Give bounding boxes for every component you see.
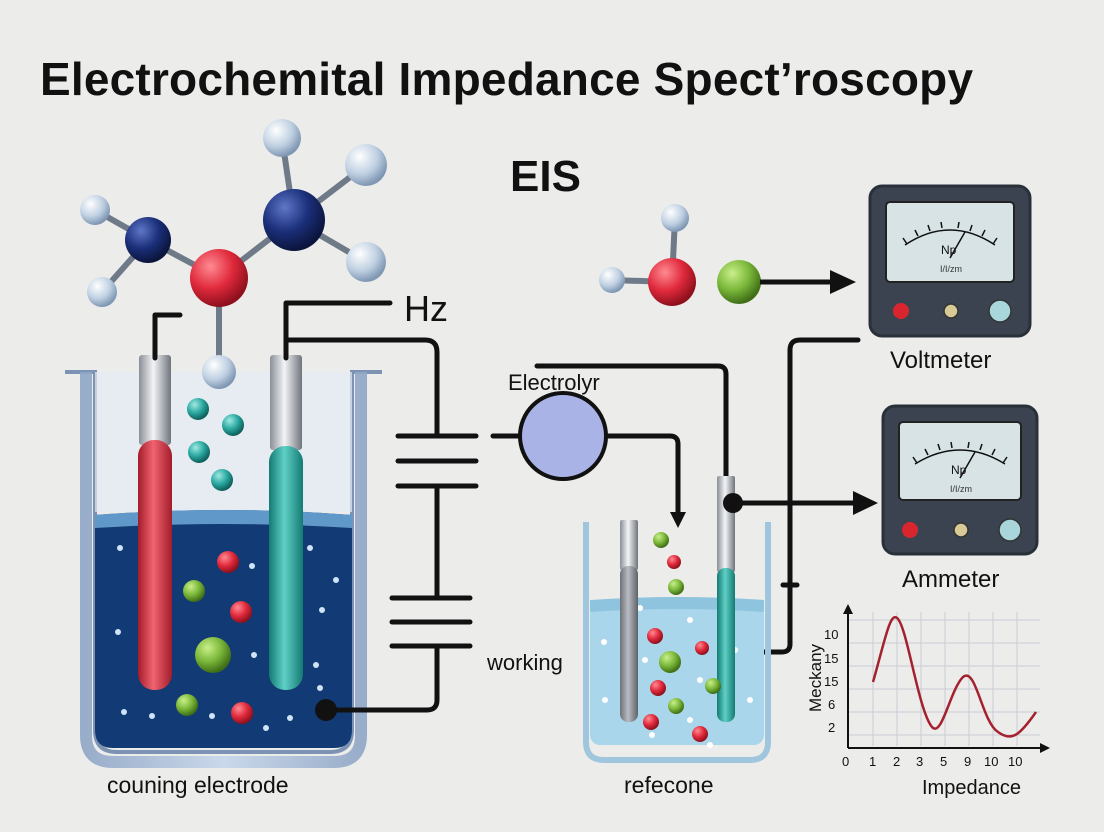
ion-red [217,551,239,573]
x-tick-label: 1 [869,754,877,769]
atom-blue [125,217,171,263]
voltmeter [868,184,1032,338]
beaker-glass-wall-right [583,522,771,763]
teal-particle [222,414,244,436]
atom-white [263,119,301,157]
y-tick-label: 6 [828,697,836,712]
reference-electrode [620,566,638,722]
electrode-teal-cap [270,355,302,450]
electrolyte-light [590,605,764,745]
junction-dot [315,699,337,721]
ion-green [176,694,198,716]
x-tick-label: 2 [893,754,901,769]
electrolyte-dark [95,510,352,748]
impedance-plot [843,604,1050,753]
atom-white [87,277,117,307]
reference-beaker [583,476,771,763]
counter-electrode-beaker [65,355,382,768]
electrolyte-label: Electrolyr [508,370,600,395]
teal-particle [211,469,233,491]
electrolyte-circle [518,391,608,481]
x-tick-label: 9 [964,754,972,769]
circuit-wires [152,300,861,713]
ion-red [230,601,252,623]
plot-x-label: Impedance [922,777,1021,799]
atom-white [661,204,689,232]
ammeter-face-sublabel: I/I/zm [950,484,972,494]
atom-blue [263,189,325,251]
ammeter-label: Ammeter [902,566,1000,593]
plot-grid [848,612,1040,746]
electrode-teal [269,446,303,690]
x-tick-label: 10 [1008,754,1023,769]
counter-electrode-label: couning electrode [107,772,289,798]
atom-red [190,249,248,307]
atom-white [80,195,110,225]
beaker-glass-wall [80,372,367,768]
x-tick-label: 10 [984,754,999,769]
ion-green-large [195,637,231,673]
y-tick-label: 10 [824,627,839,642]
y-tick-label: 15 [824,674,839,689]
working-electrode-cap [717,476,735,572]
voltmeter-label: Voltmeter [890,347,992,374]
voltmeter-face-label: Np [941,243,957,257]
x-tick-label: 5 [940,754,948,769]
teal-particle [188,441,210,463]
counter-electrode-cap [139,355,171,445]
atom-red [648,258,696,306]
molecule-small [599,204,856,306]
reference-electrode-cap [620,520,638,570]
x-tick-label: 0 [842,754,850,769]
impedance-curve [871,615,1038,738]
ammeter [881,404,1039,556]
molecule-large-atoms [80,119,387,389]
arrow-to-ammeter [853,491,878,515]
atom-white [346,242,386,282]
working-electrode [717,568,735,722]
arrow-down [670,512,686,528]
counter-electrode-red [138,440,172,690]
voltmeter-face-sublabel: I/I/zm [940,264,962,274]
beaker-air-space [95,372,352,512]
y-tick-label: 15 [824,651,839,666]
atom-white [599,267,625,293]
diagram-subtitle: EIS [510,152,581,201]
x-tick-label: 3 [916,754,924,769]
ion-green [183,580,205,602]
beaker-rim-outline [65,370,382,754]
atom-white [345,144,387,186]
hz-label: Hz [404,288,448,329]
ammeter-face-label: Np [951,463,967,477]
y-tick-label: 2 [828,720,836,735]
plot-y-label: Meckany [806,643,825,712]
arrow-to-voltmeter [830,270,856,294]
teal-particle [187,398,209,420]
atom-white [202,355,236,389]
working-label: working [487,650,563,675]
reference-label: refecone [624,772,714,798]
ion-red [231,702,253,724]
atom-green [717,260,761,304]
diagram-title: Electrochemital Impedance Spect’roscopy [40,53,974,105]
